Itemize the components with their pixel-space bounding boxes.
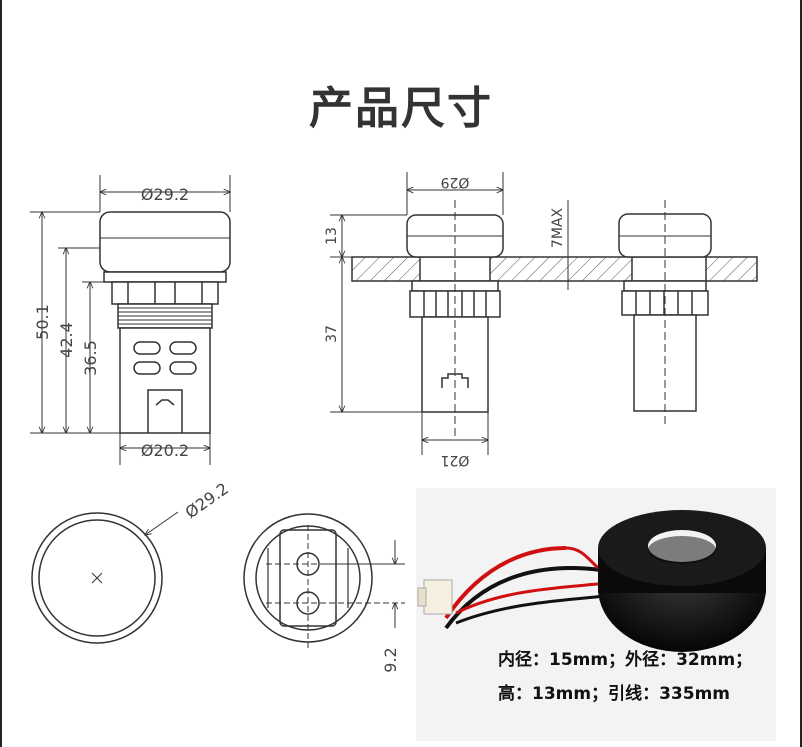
current-transformer-image	[417, 510, 766, 652]
page-title: 产品尺寸	[309, 83, 493, 134]
left-border	[0, 0, 2, 747]
cap-height-dim: 13	[324, 227, 340, 245]
spec-line-1: 内径：15mm；外径：32mm；	[498, 650, 753, 670]
front-view-dimensions	[30, 175, 230, 465]
mounted-view-dimensions	[330, 172, 569, 455]
mounted-bottom-diameter: Ø21	[441, 452, 470, 468]
front-height-total: 50.1	[33, 304, 52, 340]
pin-spacing-dim: 9.2	[381, 647, 400, 672]
cap-top-view	[31, 511, 179, 644]
cap-diameter-dim: Ø29.2	[182, 479, 232, 522]
panel-max-dim: 7MAX	[550, 208, 566, 249]
front-bottom-diameter: Ø20.2	[141, 441, 189, 460]
product-photo	[416, 488, 776, 741]
mounted-view	[351, 200, 758, 440]
spec-line-2: 高：13mm；引线：335mm	[498, 684, 730, 704]
front-height-mid: 42.4	[57, 322, 76, 358]
base-bottom-view	[243, 513, 405, 650]
mounted-top-diameter: Ø29	[441, 174, 470, 190]
base-bottom-dimensions	[320, 540, 405, 628]
front-view	[99, 211, 231, 434]
right-border	[800, 0, 802, 747]
body-height-dim: 37	[324, 325, 340, 343]
front-height-lower: 36.5	[81, 340, 100, 376]
front-top-diameter: Ø29.2	[141, 185, 189, 204]
